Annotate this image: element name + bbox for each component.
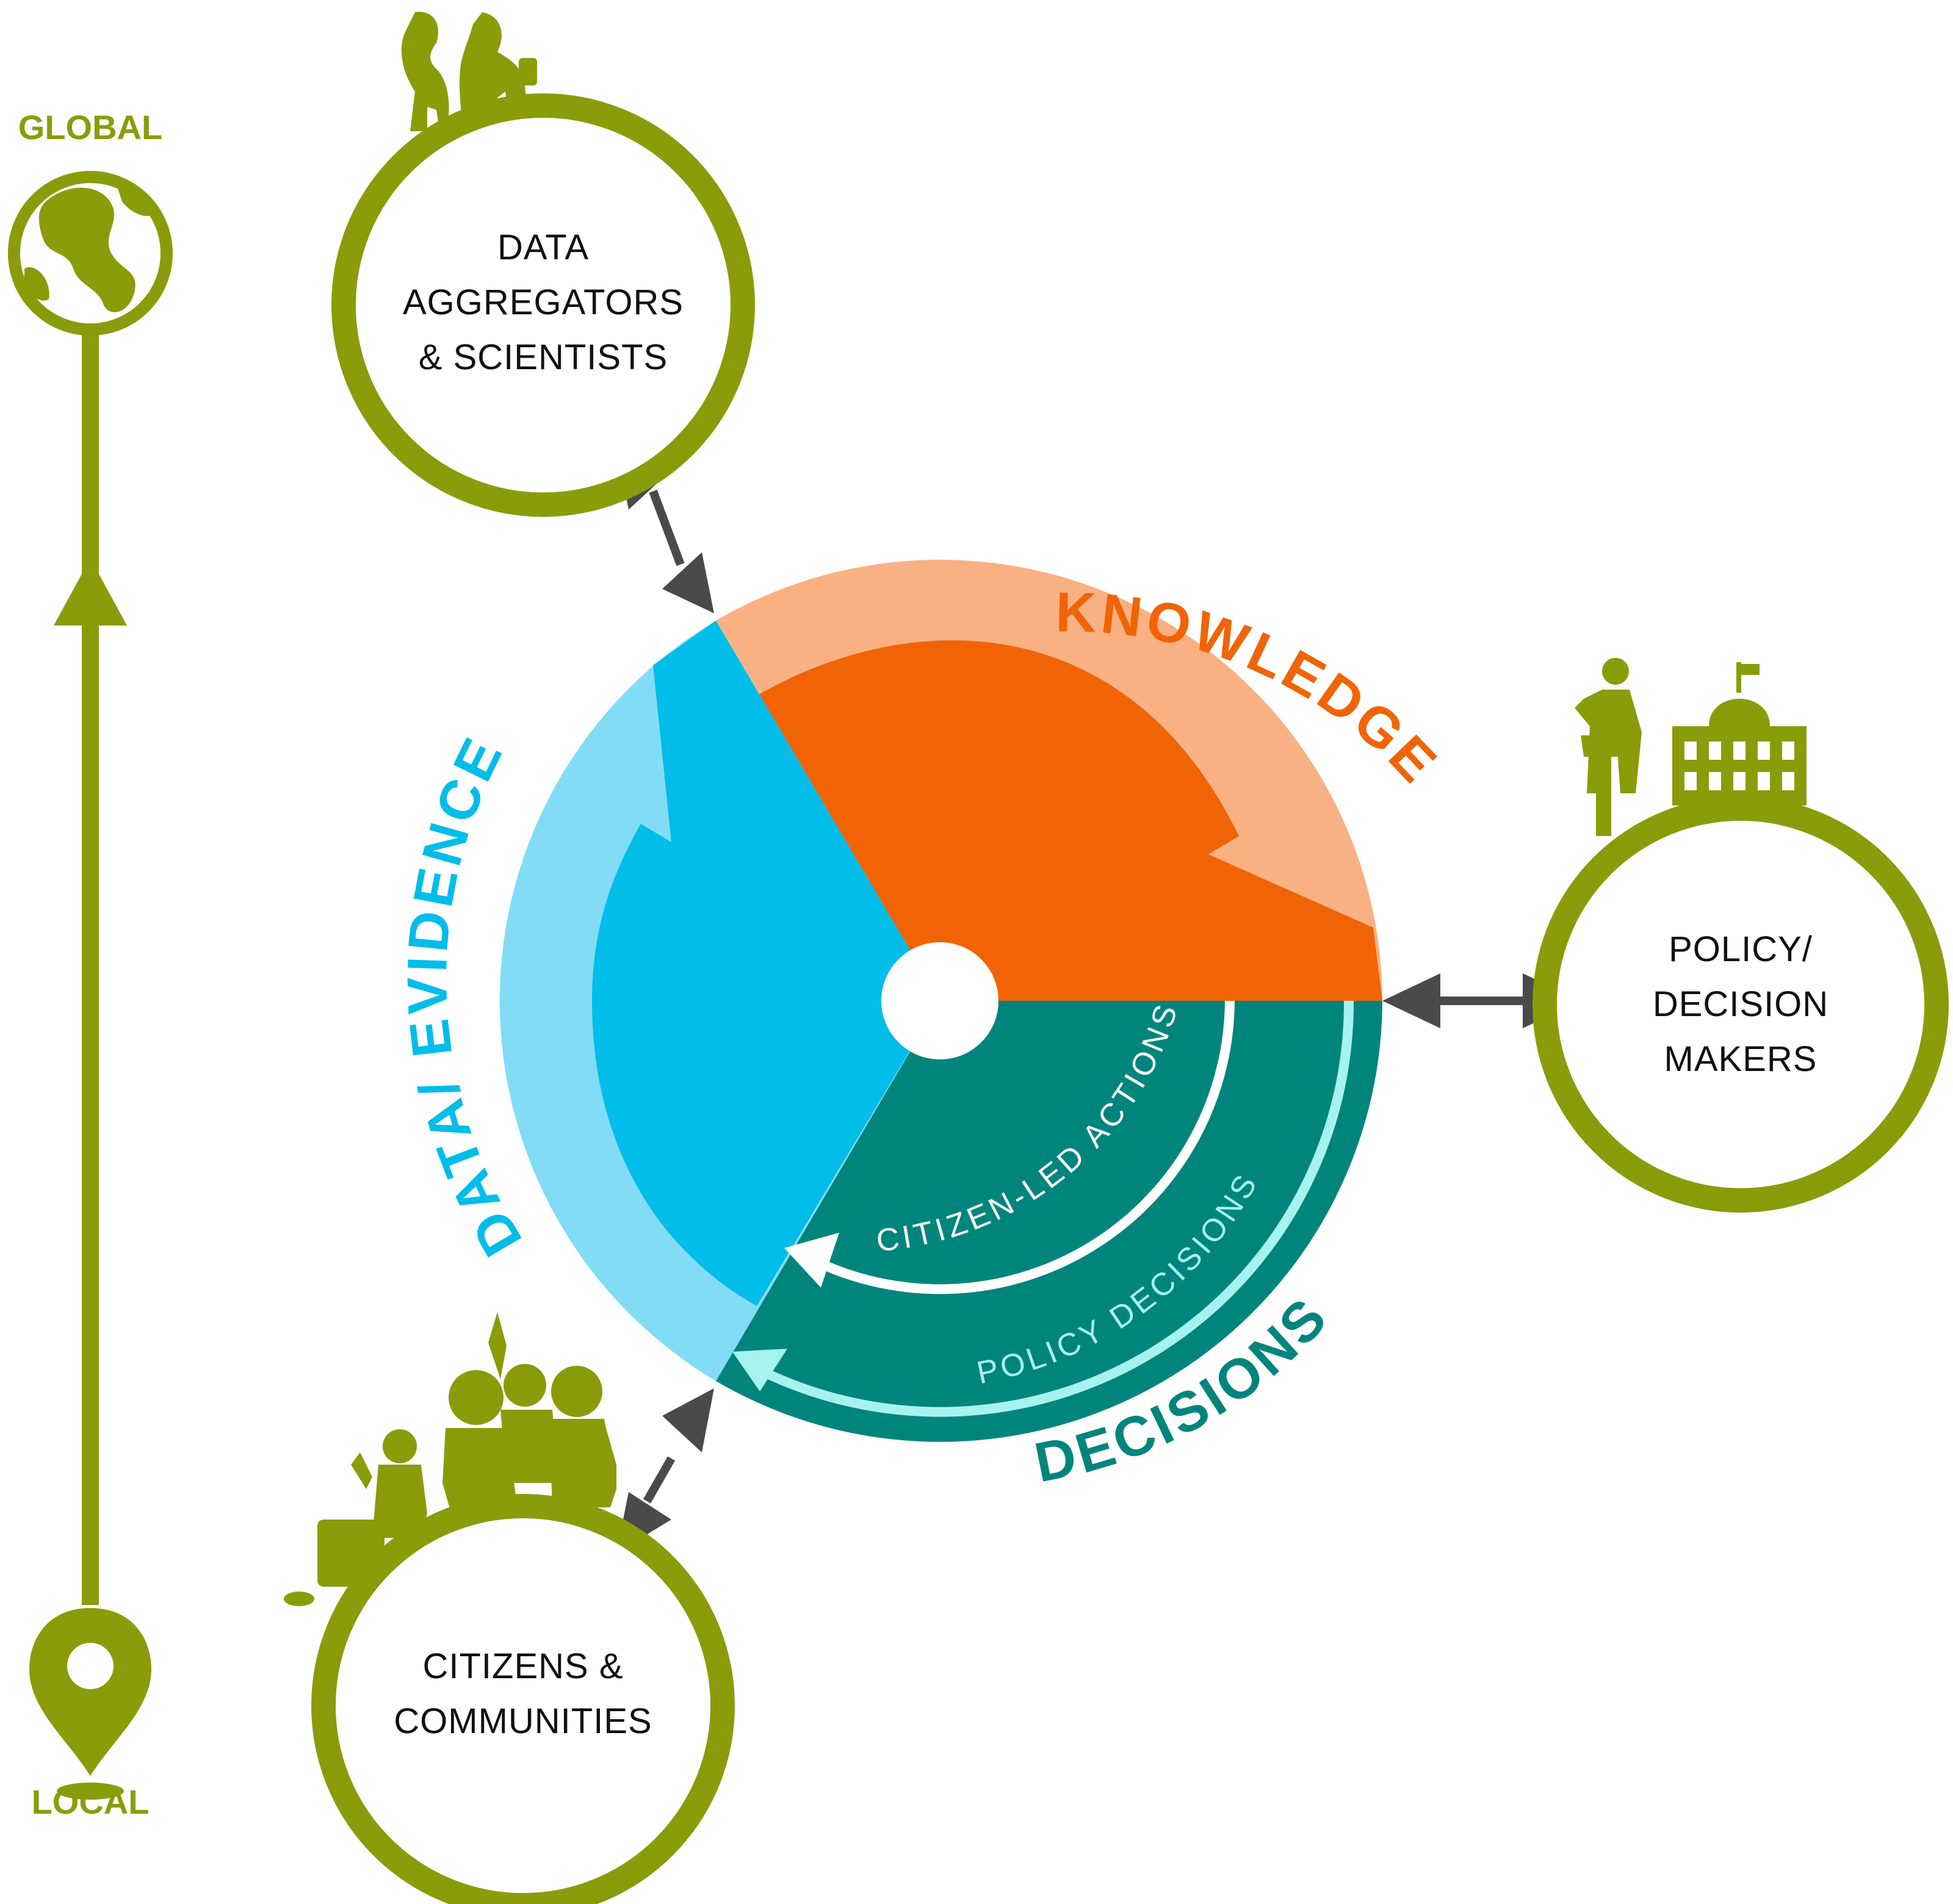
- citizen-led-arrowhead-icon: [784, 1233, 839, 1288]
- citizens-ring: [311, 1494, 735, 1904]
- globe-icon: [8, 171, 173, 336]
- global-local-scale: GLOBAL LOCAL: [8, 108, 173, 1821]
- citizen-led-arrow: [825, 1000, 1235, 1294]
- center-hole: [881, 942, 998, 1059]
- policy-decisions-arrow: [764, 1000, 1354, 1417]
- citizens-node: CITIZENS & COMMUNITIES: [284, 1312, 735, 1904]
- policy-ring: [1532, 796, 1949, 1213]
- building-windows: [1684, 741, 1794, 790]
- double-arrowhead-icon: [662, 1388, 714, 1452]
- policy-decisions-arrowhead-icon: [732, 1349, 787, 1391]
- local-label: LOCAL: [32, 1783, 150, 1821]
- decisions-sector: [716, 1001, 1382, 1442]
- policy-makers-icon: [1575, 658, 1807, 836]
- policy-label-line1: POLICY/: [1669, 929, 1813, 969]
- policy-label-line2: DECISION: [1653, 984, 1828, 1024]
- policy-node: POLICY/ DECISION MAKERS: [1532, 658, 1949, 1213]
- location-pin-icon: [29, 1608, 151, 1800]
- scientists-label-line1: DATA: [497, 228, 589, 267]
- scientists-node: DATA AGGREGATORS & SCIENTISTS: [331, 12, 755, 517]
- global-label: GLOBAL: [18, 108, 162, 146]
- policy-label-line3: MAKERS: [1664, 1039, 1818, 1079]
- scale-line: [82, 330, 99, 1605]
- citizens-label-line1: CITIZENS &: [422, 1646, 623, 1686]
- scientists-label-line3: & SCIENTISTS: [419, 337, 668, 377]
- citizens-label-line2: COMMUNITIES: [394, 1701, 652, 1741]
- double-arrowhead-icon: [1382, 973, 1440, 1028]
- scientists-label-line2: AGGREGATORS: [403, 283, 684, 322]
- cycle-wheel: CITIZEN-LED ACTIONS POLICY DECISIONS: [499, 560, 1382, 1442]
- scientists-ring: [331, 93, 755, 517]
- double-arrowhead-icon: [662, 552, 714, 613]
- upward-arrow-icon: [54, 558, 127, 626]
- knowledge-sector-inner: [757, 640, 1382, 1001]
- data-sector-inner: [592, 621, 940, 1306]
- citizens-group-icon: [284, 1312, 616, 1606]
